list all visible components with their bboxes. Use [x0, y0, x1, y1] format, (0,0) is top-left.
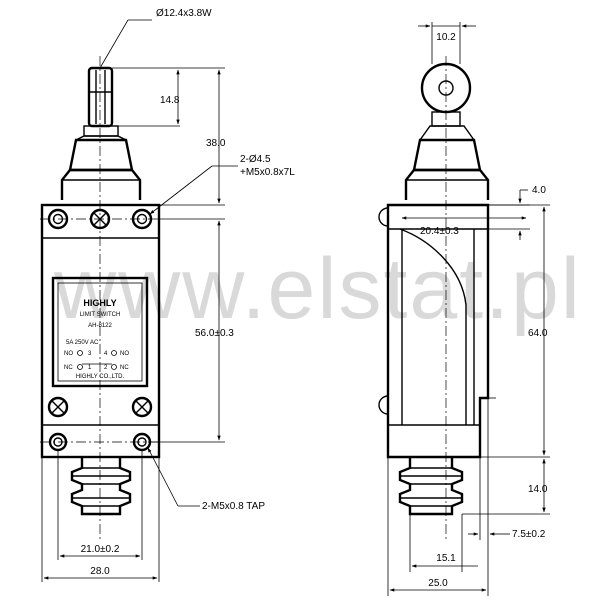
side-view: 10.2 4.0 20.4±0.3 64.0 14.0 7.5±0.2 15.1: [378, 22, 550, 596]
hole-callout-leader: [149, 165, 213, 215]
edge-dim-label: 7.5±0.2: [512, 529, 546, 540]
step-dim-label: 20.4±0.3: [420, 226, 459, 237]
roller-dim-leader: [99, 19, 129, 69]
side-plunger-boot: [404, 111, 490, 200]
roller-width-dim-label: 10.2: [436, 32, 456, 43]
front-plunger-boot: [60, 125, 142, 200]
nameplate-no-a: NO: [64, 351, 73, 357]
nameplate-terminal-4: 4: [104, 351, 108, 357]
tap-callout-leader: [147, 447, 179, 507]
roller-dim-label: Ø12.4x3.8W: [156, 8, 212, 19]
side-bellows: [398, 457, 464, 516]
nameplate-terminal-3: 3: [88, 351, 92, 357]
hole-callout-line2: +M5x0.8x7L: [240, 167, 295, 178]
width-inner-dim-label: 21.0±0.2: [81, 544, 120, 555]
nameplate-nc-b: NC: [120, 365, 129, 371]
actuator-height-dim-label: 38.0: [206, 138, 226, 149]
offset-dim-label: 4.0: [532, 185, 546, 196]
boss-dim-label: 15.1: [436, 553, 456, 564]
nameplate-terminal-1: 1: [88, 365, 92, 371]
nameplate-no-b: NO: [120, 351, 129, 357]
front-view: HIGHLY LIMIT SWITCH AH-8122 5A 250V AC N…: [40, 8, 295, 582]
hole-callout-line1: 2-Ø4.5: [240, 154, 271, 165]
front-bellows: [70, 457, 132, 516]
roller-height-dim-label: 14.8: [160, 95, 180, 106]
nameplate-nc-a: NC: [64, 365, 73, 371]
width-dim-label: 28.0: [90, 566, 110, 577]
front-body: [40, 203, 161, 459]
bottom-dim-label: 14.0: [528, 484, 548, 495]
depth-dim-label: 25.0: [428, 578, 448, 589]
nameplate-rating: 5A 250V AC: [66, 340, 99, 346]
tap-callout-label: 2-M5x0.8 TAP: [202, 501, 265, 512]
nameplate-terminal-2: 2: [104, 365, 108, 371]
front-roller: [87, 66, 114, 128]
nameplate-maker: HIGHLY CO.,LTD.: [76, 374, 125, 380]
height-dim-label: 64.0: [528, 328, 548, 339]
hole-pitch-dim-label: 56.0±0.3: [195, 328, 234, 339]
watermark-text: www.elstat.pl: [53, 241, 582, 337]
